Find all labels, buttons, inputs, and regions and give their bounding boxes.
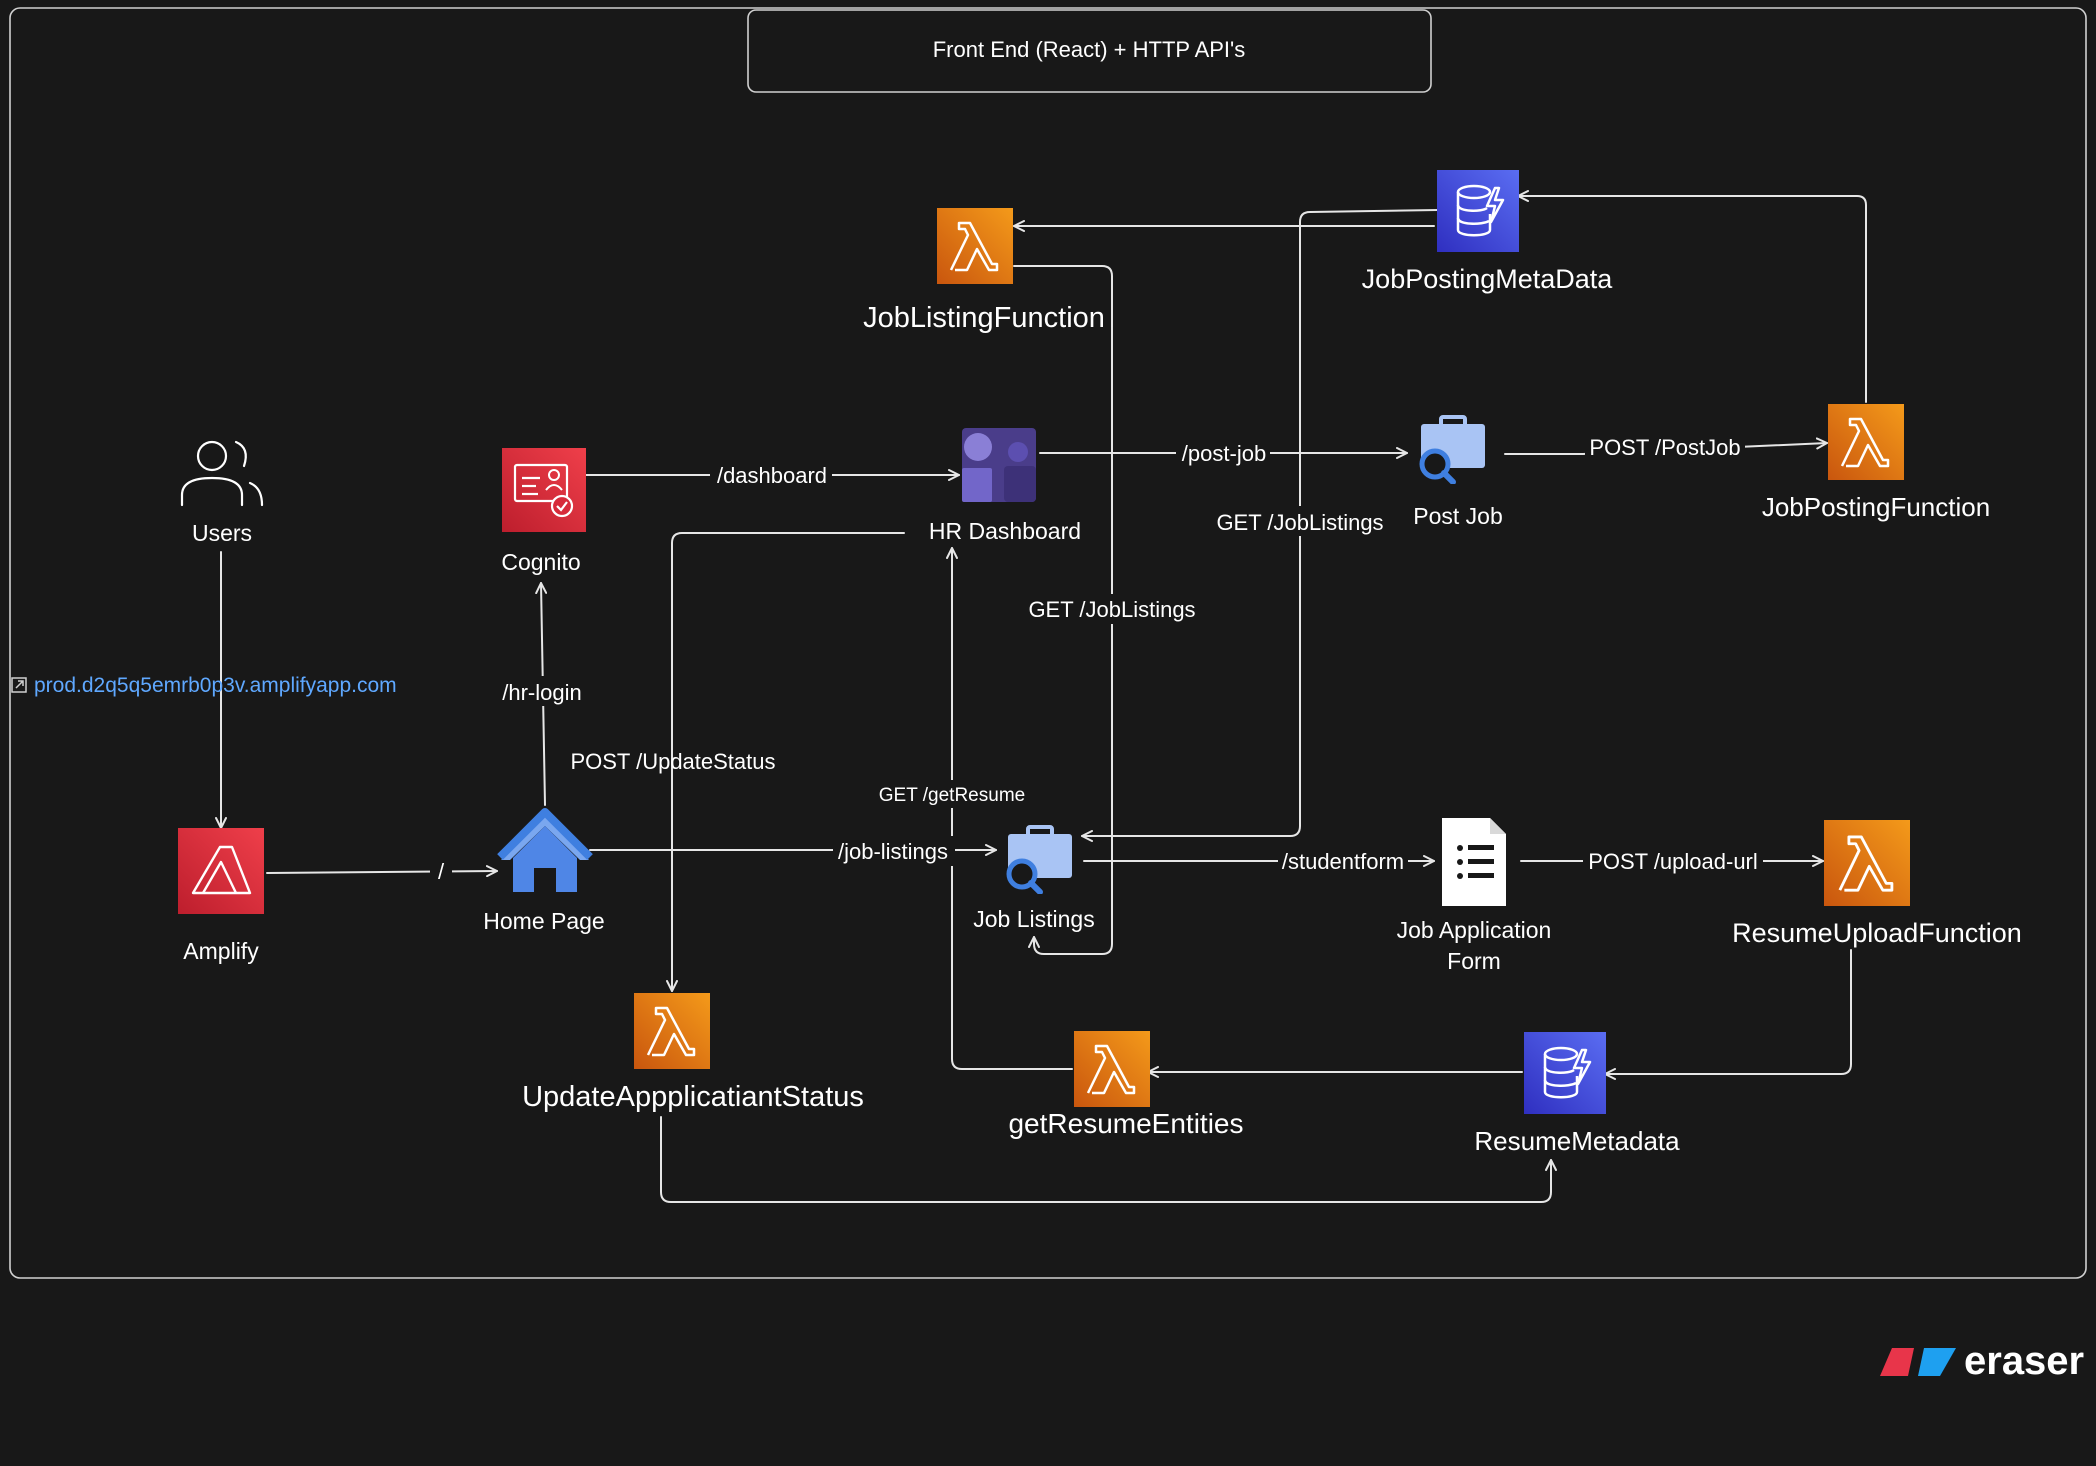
dynamodb-icon	[1524, 1032, 1606, 1114]
resume-metadata-label: ResumeMetadata	[1474, 1126, 1680, 1156]
node-get-resume-entities[interactable]: getResumeEntities	[1008, 1031, 1244, 1139]
external-link-icon	[11, 677, 27, 693]
edge-joblistfn-joblistings	[1013, 265, 1113, 955]
eraser-logo-red-mark	[1880, 1348, 1914, 1376]
node-update-applicant-status[interactable]: UpdateAppplicatiantStatus	[522, 993, 864, 1113]
users-icon	[180, 440, 264, 507]
edge-label-meta-get: GET /JobListings	[1216, 510, 1383, 535]
cognito-label: Cognito	[501, 549, 580, 575]
users-label: Users	[192, 520, 252, 546]
edge-label-postjob-function: POST /PostJob	[1589, 435, 1740, 460]
job-application-form-label-line2: Form	[1447, 948, 1501, 974]
node-hr-dashboard[interactable]: HR Dashboard	[929, 428, 1081, 544]
node-job-application-form[interactable]: Job Application Form	[1397, 818, 1552, 974]
post-job-label: Post Job	[1413, 503, 1503, 529]
cognito-icon	[502, 448, 586, 532]
amplify-url-text[interactable]: prod.d2q5q5emrb0p3v.amplifyapp.com	[34, 674, 397, 697]
eraser-logo-text: eraser	[1964, 1339, 2084, 1383]
edge-label-get-resume: GET /getResume	[879, 785, 1025, 806]
job-search-icon	[1421, 417, 1485, 482]
edge-dashboard-update	[666, 532, 905, 992]
node-users[interactable]: Users	[180, 440, 264, 546]
lambda-icon	[634, 993, 710, 1069]
lambda-icon	[1824, 820, 1910, 906]
node-cognito[interactable]: Cognito	[501, 448, 586, 575]
node-job-posting-metadata[interactable]: JobPostingMetaData	[1362, 170, 1614, 294]
job-listings-label: Job Listings	[973, 906, 1094, 932]
edge-update-resumemeta	[660, 1116, 1557, 1203]
edge-label-joblistings-form: /studentform	[1282, 849, 1404, 874]
node-resume-metadata[interactable]: ResumeMetadata	[1474, 1032, 1680, 1156]
eraser-logo[interactable]: eraser	[1880, 1339, 2084, 1383]
edge-label-home-joblistings: /job-listings	[838, 839, 948, 864]
document-icon	[1442, 818, 1506, 906]
home-icon	[497, 808, 593, 892]
amplify-url-link[interactable]: prod.d2q5q5emrb0p3v.amplifyapp.com	[11, 674, 397, 697]
edges	[215, 190, 1867, 1203]
home-label: Home Page	[483, 908, 604, 934]
teams-icon	[962, 428, 1036, 502]
edge-getresume-dashboard	[946, 547, 1073, 1070]
edge-label-joblistfn-get: GET /JobListings	[1028, 597, 1195, 622]
dynamodb-icon	[1437, 170, 1519, 252]
lambda-icon	[937, 208, 1013, 284]
edge-label-dashboard-postjob: /post-job	[1182, 441, 1266, 466]
node-post-job[interactable]: Post Job	[1413, 417, 1503, 529]
hr-dashboard-label: HR Dashboard	[929, 518, 1081, 544]
node-home[interactable]: Home Page	[483, 808, 605, 934]
title-box	[747, 9, 1432, 93]
node-job-listings[interactable]: Job Listings	[973, 827, 1095, 932]
update-applicant-status-label: UpdateAppplicatiantStatus	[522, 1081, 864, 1113]
get-resume-entities-label: getResumeEntities	[1008, 1108, 1243, 1139]
node-job-listing-function[interactable]: JobListingFunction	[863, 208, 1105, 334]
edge-label-form-upload: POST /upload-url	[1588, 849, 1758, 874]
node-resume-upload-function[interactable]: ResumeUploadFunction	[1732, 820, 2022, 948]
edge-label-dashboard-update: POST /UpdateStatus	[570, 749, 775, 774]
job-application-form-label-line1: Job Application	[1397, 917, 1552, 943]
job-posting-metadata-label: JobPostingMetaData	[1362, 264, 1614, 294]
lambda-icon	[1828, 404, 1904, 480]
edge-label-cognito-dashboard: /dashboard	[717, 463, 827, 488]
outer-frame	[9, 7, 2087, 1279]
amplify-label: Amplify	[183, 938, 259, 964]
edge-postjob-function	[1504, 437, 1828, 455]
job-listing-function-label: JobListingFunction	[863, 302, 1105, 334]
diagram-title: Front End (React) + HTTP API's	[933, 37, 1246, 62]
node-amplify[interactable]: Amplify	[178, 828, 264, 964]
edge-amplify-home	[266, 865, 498, 878]
edge-function-meta	[1517, 190, 1867, 403]
resume-upload-function-label: ResumeUploadFunction	[1732, 918, 2022, 948]
node-job-posting-function[interactable]: JobPostingFunction	[1762, 404, 1990, 522]
edge-label-home-cognito: /hr-login	[502, 680, 581, 705]
job-posting-function-label: JobPostingFunction	[1762, 492, 1990, 522]
edge-labels: / /hr-login /dashboard /post-job POST /P…	[430, 432, 1763, 886]
edge-label-amplify-home: /	[438, 859, 445, 884]
eraser-logo-blue-mark	[1918, 1348, 1956, 1376]
job-search-icon	[1008, 827, 1072, 892]
amplify-icon	[178, 828, 264, 914]
edge-upload-resumemeta	[1604, 949, 1852, 1080]
lambda-icon	[1074, 1031, 1150, 1107]
